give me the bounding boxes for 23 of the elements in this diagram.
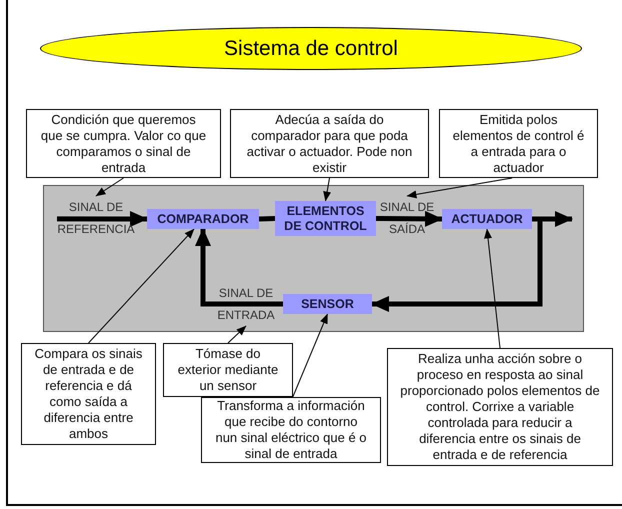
callout-box: Condición que queremos que se cumpra. Valor co que comparamos o sinal de entrada [26,109,221,178]
leader-line [484,228,500,348]
callout-box: Tómase do exterior mediante un sensor [163,343,293,397]
process-block: ELEMENTOS DE CONTROL [275,201,376,236]
signal-label: SINAL DE REFERENCIA [50,196,142,240]
callout-box: Realiza unha acción sobre o proceso en resposta ao sinal proporcionado polos elementos de control. Corrixe a variable controlada para reducir a diferencia entre os sinais de entrada e de referencia [387,348,613,466]
title-banner: Sistema de control [40,27,582,70]
leader-line [228,326,246,344]
callout-box: Adecúa a saída do comparador para que poda activar o actuador. Pode non existir [230,109,429,178]
leader-line [323,178,332,202]
signal-label: SINAL DE ENTRADA [207,282,285,326]
flow-arrow [376,210,443,227]
signal-label: SINAL DE SAÍDA [374,196,440,240]
flow-arrow [195,228,283,306]
leader-line [96,178,124,196]
process-block: ACTUADOR [442,209,532,229]
callout-box: Transforma a información que recibe do contorno nun sinal eléctrico que é o sinal de entrada [201,397,381,463]
callout-box: Emitida polos elementos de control é a entrada para o actuador [439,109,598,178]
callout-box: Compara os sinais de entrada e de referencia e dá como saída a diferencia entre ambos [21,343,156,445]
process-block: COMPARADOR [147,209,259,229]
leader-line [292,314,328,398]
flow-arrow [57,210,148,227]
process-block: SENSOR [283,294,372,314]
